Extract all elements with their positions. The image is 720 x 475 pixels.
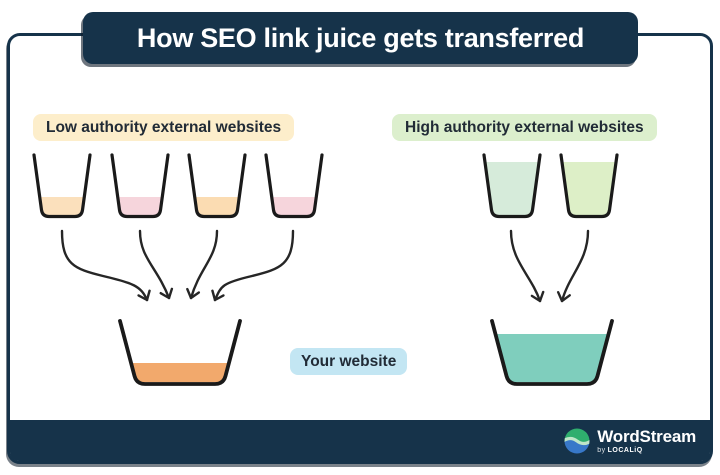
low-cup-2-outline bbox=[110, 153, 170, 219]
flow-arrow-low-4 bbox=[211, 229, 295, 302]
low-authority-cup-1 bbox=[32, 153, 92, 219]
high-cup-2-liquid bbox=[561, 162, 617, 215]
low-authority-cup-3 bbox=[187, 153, 247, 219]
low-cup-2-liquid bbox=[117, 197, 163, 215]
label-high-authority: High authority external websites bbox=[392, 114, 657, 141]
low-cup-4-liquid bbox=[271, 197, 317, 215]
flow-arrow-low-1 bbox=[60, 229, 151, 302]
low-cup-3-liquid bbox=[194, 197, 240, 215]
result-cup-high-outline bbox=[490, 319, 614, 386]
low-authority-cup-4 bbox=[264, 153, 324, 219]
byline-prefix: by bbox=[597, 446, 606, 454]
high-cup-1-outline bbox=[482, 153, 542, 219]
low-authority-cup-2 bbox=[110, 153, 170, 219]
result-cup-low-liquid bbox=[131, 363, 229, 383]
title-banner: How SEO link juice gets transferred bbox=[83, 12, 638, 64]
low-cup-1-outline bbox=[32, 153, 92, 219]
low-cup-3-outline bbox=[187, 153, 247, 219]
low-cup-4-outline bbox=[264, 153, 324, 219]
label-low-authority: Low authority external websites bbox=[33, 114, 295, 141]
low-cup-1-liquid bbox=[39, 197, 85, 215]
flow-arrows-low bbox=[60, 229, 295, 302]
high-authority-cup-2 bbox=[559, 153, 619, 219]
result-cup-high-liquid bbox=[495, 334, 609, 383]
page-title: How SEO link juice gets transferred bbox=[136, 22, 585, 53]
your-website-cup-high bbox=[490, 319, 614, 386]
label-your-website: Your website bbox=[290, 348, 408, 375]
flow-arrow-low-2 bbox=[138, 229, 174, 300]
flow-arrow-low-3 bbox=[186, 229, 219, 300]
byline-brand: LOCALiQ bbox=[607, 446, 643, 454]
flow-arrows-high bbox=[509, 229, 590, 303]
high-cup-2-outline bbox=[559, 153, 619, 219]
result-cup-low-outline bbox=[118, 319, 242, 386]
your-website-cup-low bbox=[118, 319, 242, 386]
flow-arrow-high-2 bbox=[556, 229, 590, 303]
high-cup-1-liquid bbox=[484, 162, 540, 215]
wordstream-logo-icon bbox=[564, 428, 590, 453]
flow-arrow-high-1 bbox=[509, 229, 545, 303]
brand-name: WordStream bbox=[597, 426, 696, 446]
high-authority-cup-1 bbox=[482, 153, 542, 219]
